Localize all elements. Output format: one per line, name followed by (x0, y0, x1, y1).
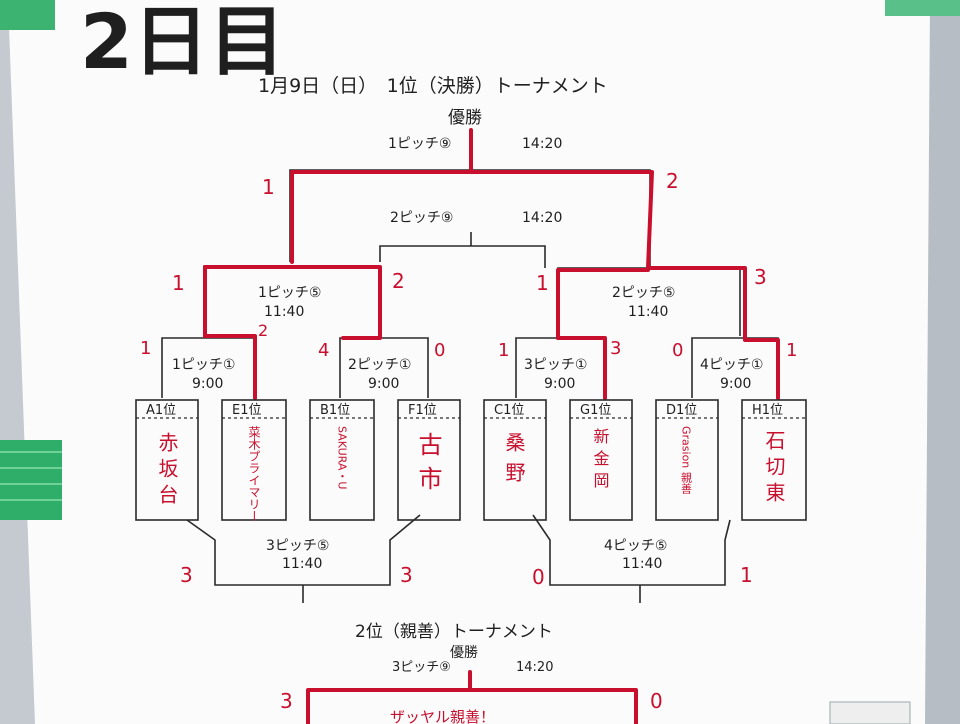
score-q2-left: 4 (318, 340, 329, 361)
q2-pitch: 2ピッチ① (348, 357, 411, 373)
semi1-time: 11:40 (264, 304, 304, 320)
seed-f1: F1位 (408, 403, 437, 418)
heading: 2日目 (80, 0, 285, 86)
score-second-left: 3 (280, 689, 293, 713)
red-winner-path (203, 128, 780, 400)
second-champion-label: 優勝 (450, 645, 478, 661)
score-c1-right: 3 (400, 563, 413, 587)
subtitle-second: 2位（親善）トーナメント (355, 622, 553, 642)
score-c2-left: 0 (532, 565, 545, 589)
score-q4-left: 0 (672, 340, 683, 361)
seed-b1: B1位 (320, 403, 350, 418)
score-q4-right: 1 (786, 340, 797, 361)
score-semi1-right: 2 (392, 269, 405, 293)
team-akasakadai: 赤坂台 (155, 432, 179, 510)
score-semi1-left: 1 (172, 271, 185, 295)
scores: 1 2 1 2 1 3 1 2 4 0 1 3 0 1 3 3 0 1 3 0 (140, 169, 797, 713)
q3-pitch: 3ピッチ① (524, 357, 587, 373)
second-partial-text: ザッヤル親善！ (390, 708, 495, 724)
q3-time: 9:00 (544, 376, 575, 392)
team-sakura-u: SAKURA・U (336, 426, 349, 489)
team-furuichi: 古市 (414, 432, 442, 500)
final-pitch: 1ピッチ⑨ (388, 136, 451, 152)
team-shinkanaoka: 新金岡 (591, 428, 610, 494)
champion-label: 優勝 (448, 108, 482, 128)
c2-pitch: 4ピッチ⑤ (604, 538, 667, 554)
team-kuwano: 桑野 (502, 432, 526, 492)
seed-d1: D1位 (666, 403, 697, 418)
team-boxes (135, 399, 807, 521)
third-place-pitch: 2ピッチ⑨ (390, 210, 453, 226)
score-semi2-left: 1 (536, 271, 549, 295)
switch-plate (829, 701, 911, 724)
q1-time: 9:00 (192, 376, 223, 392)
second-red-path-right (468, 688, 638, 724)
green-tape-left (0, 440, 62, 520)
q4-pitch: 4ピッチ① (700, 357, 763, 373)
subtitle-main: 1月9日（日） 1位（決勝）トーナメント (258, 75, 608, 97)
score-q3-left: 1 (498, 340, 509, 361)
seed-a1: A1位 (146, 403, 176, 418)
green-tape-top-right (885, 0, 960, 16)
score-semi2-right: 3 (754, 265, 767, 289)
semi2-pitch: 2ピッチ⑤ (612, 285, 675, 301)
score-c1-left: 3 (180, 563, 193, 587)
score-q3-right: 3 (610, 338, 621, 359)
second-final-pitch: 3ピッチ⑨ (392, 660, 451, 675)
team-naki-primary: 菜木プライマリー (247, 426, 261, 522)
seed-c1: C1位 (494, 403, 524, 418)
semi1-pitch: 1ピッチ⑤ (258, 285, 321, 301)
team-ishikiri-higashi: 石切東 (762, 430, 786, 508)
third-place-time: 14:20 (522, 210, 562, 226)
seed-h1: H1位 (752, 403, 783, 418)
q2-time: 9:00 (368, 376, 399, 392)
c1-time: 11:40 (282, 556, 322, 572)
q4-time: 9:00 (720, 376, 751, 392)
score-final-left: 1 (262, 175, 275, 199)
score-c2-right: 1 (740, 563, 753, 587)
score-final-right: 2 (666, 169, 679, 193)
seed-g1: G1位 (580, 403, 611, 418)
team-grasion: Grasion 親善 (680, 426, 693, 494)
paper-sheet (8, 0, 930, 724)
c1-pitch: 3ピッチ⑤ (266, 538, 329, 554)
score-second-right: 0 (650, 689, 663, 713)
final-time: 14:20 (522, 136, 562, 152)
seed-e1: E1位 (232, 403, 262, 418)
score-q2-right: 0 (434, 340, 445, 361)
second-red-path (306, 670, 472, 724)
q1-pitch: 1ピッチ① (172, 357, 235, 373)
score-q1-left: 1 (140, 338, 151, 359)
score-q1-right: 2 (258, 321, 268, 340)
c2-time: 11:40 (622, 556, 662, 572)
second-final-time: 14:20 (516, 660, 553, 675)
green-tape-top-left (0, 0, 55, 30)
semi2-time: 11:40 (628, 304, 668, 320)
